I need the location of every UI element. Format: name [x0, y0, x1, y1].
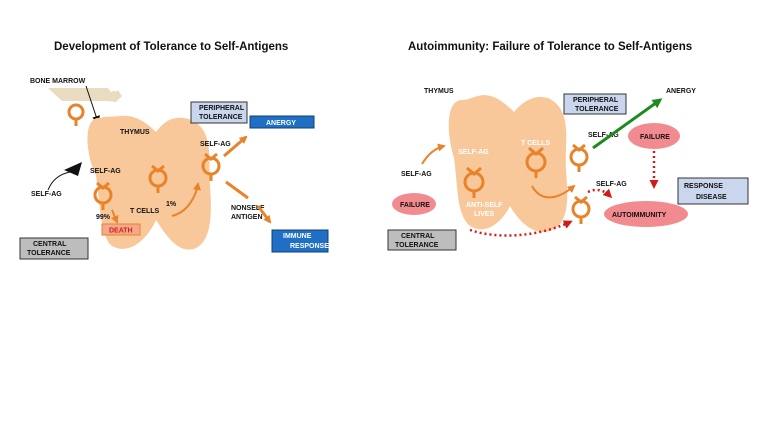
pct-99-label: 99% — [96, 214, 111, 221]
right-t-cells-label: T CELLS — [521, 140, 550, 147]
left-central-tolerance-2: TOLERANCE — [27, 250, 71, 257]
left-t-cells-label: T CELLS — [130, 208, 159, 215]
arrow-to-nonself — [225, 180, 249, 200]
left-anergy-box — [249, 115, 315, 129]
right-central-tolerance-2: TOLERANCE — [395, 242, 439, 249]
response-disease-box — [677, 177, 749, 205]
arrow-to-immune-response — [256, 205, 272, 224]
left-self-ag-periph: SELF-AG — [200, 141, 231, 148]
immune-response-1: IMMUNE — [283, 233, 312, 240]
right-central-tolerance-box — [387, 229, 457, 251]
left-peripheral-tolerance-2: TOLERANCE — [199, 114, 243, 121]
peripheral-failure-ellipse — [628, 123, 680, 149]
self-ag-curve — [47, 171, 71, 191]
surviving-t-cell — [148, 164, 168, 193]
left-anergy-label: ANERGY — [266, 120, 296, 127]
central-failure-label: FAILURE — [400, 202, 430, 209]
bone-marrow-knob — [109, 91, 119, 101]
right-title: Autoimmunity: Failure of Tolerance to Se… — [408, 41, 692, 53]
anti-self-escape-arrow — [469, 220, 573, 237]
left-central-tolerance-box — [19, 237, 89, 260]
right-peripheral-tolerance-2: TOLERANCE — [575, 106, 619, 113]
incoming-t-cell — [67, 103, 85, 126]
nonself-label-1: NONSELF — [231, 205, 265, 212]
right-thymus-t-cell — [525, 146, 547, 178]
right-peripheral-t-cell-bottom — [571, 195, 591, 224]
anti-self-label-2: LIVES — [474, 211, 495, 218]
anti-self-t-cell — [463, 166, 485, 198]
right-self-ag-inner: SELF-AG — [458, 149, 489, 156]
left-peripheral-tolerance-1: PERIPHERAL — [199, 105, 245, 112]
self-ag-wedge — [64, 162, 82, 176]
immune-response-2: RESPONSE — [290, 243, 329, 250]
self-ag-dotted-arrow — [587, 188, 613, 199]
left-title: Development of Tolerance to Self-Antigen… — [54, 41, 288, 53]
dying-t-cell — [93, 181, 113, 210]
left-self-ag-outer: SELF-AG — [31, 191, 62, 198]
death-label: DEATH — [109, 228, 133, 235]
right-arrow-to-periphery — [531, 184, 576, 199]
right-self-ag-outer: SELF-AG — [401, 171, 432, 178]
right-peripheral-tolerance-box — [563, 93, 627, 115]
right-peripheral-t-cell-top — [569, 143, 589, 172]
right-self-ag-periph-2: SELF-AG — [596, 181, 627, 188]
pct-1-label: 1% — [166, 201, 177, 208]
left-self-ag-inner: SELF-AG — [90, 168, 121, 175]
autoimmunity-label: AUTOIMMUNITY — [612, 212, 667, 219]
right-incoming-arrow — [421, 143, 446, 165]
anti-self-label-1: ANTI-SELF — [466, 202, 503, 209]
left-central-tolerance-1: CENTRAL — [33, 241, 67, 248]
left-peripheral-tolerance-box — [190, 101, 248, 124]
central-failure-ellipse — [392, 193, 436, 215]
response-disease-1: RESPONSE — [684, 183, 723, 190]
bone-marrow-arrow — [85, 85, 100, 124]
autoimmunity-ellipse — [604, 201, 688, 227]
arrow-to-death — [111, 209, 119, 224]
nonself-label-2: ANTIGEN — [231, 214, 263, 221]
left-thymus-label: THYMUS — [120, 129, 150, 136]
peripheral-t-cell — [201, 152, 221, 181]
right-thymus-label: THYMUS — [424, 88, 454, 95]
bone-marrow-label: BONE MARROW — [30, 78, 86, 85]
right-self-ag-periph-1: SELF-AG — [588, 132, 619, 139]
right-thymus-shape — [448, 95, 568, 232]
right-central-tolerance-1: CENTRAL — [401, 233, 435, 240]
right-anergy-label: ANERGY — [666, 88, 696, 95]
response-disease-2: DISEASE — [696, 194, 727, 201]
bone-marrow-shape — [48, 88, 122, 102]
death-box — [101, 223, 141, 236]
right-peripheral-tolerance-1: PERIPHERAL — [573, 97, 619, 104]
peripheral-failure-label: FAILURE — [640, 134, 670, 141]
arrow-to-periphery — [171, 182, 201, 217]
arrow-to-anergy — [223, 135, 248, 158]
green-arrow-to-anergy — [592, 98, 663, 150]
immune-response-box — [271, 229, 329, 253]
